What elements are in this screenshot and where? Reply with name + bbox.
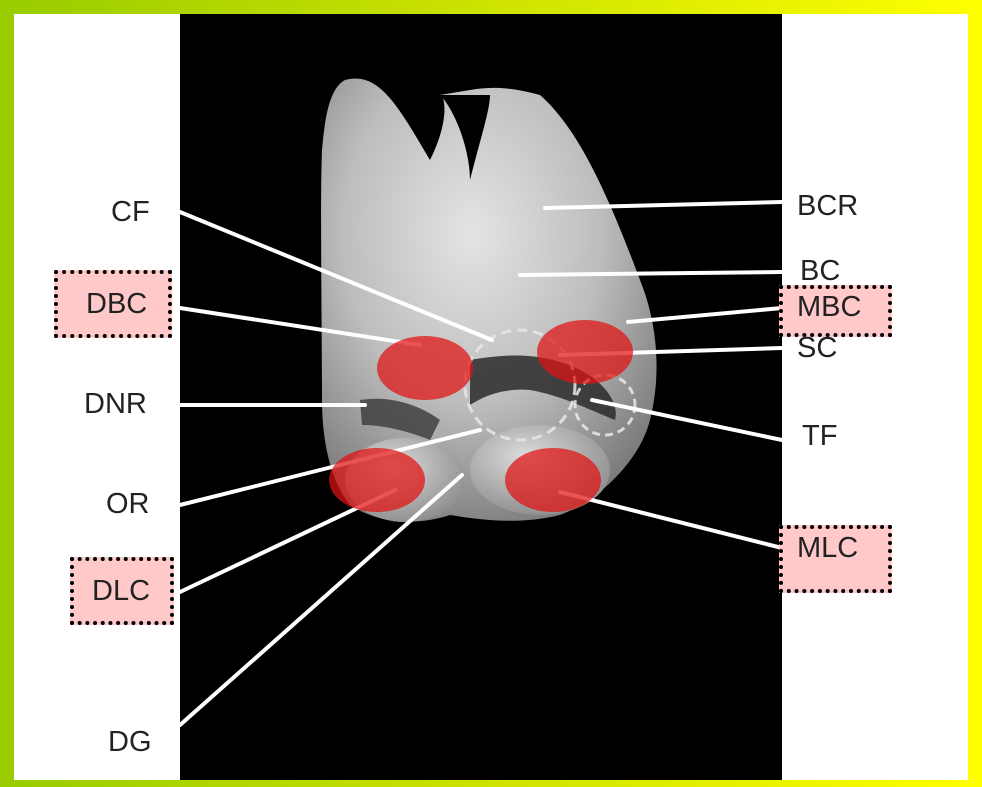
label-dg: DG: [108, 728, 152, 757]
label-or: OR: [106, 490, 150, 519]
marker-mbc: [537, 320, 633, 384]
leader-line-mlc: [560, 492, 782, 548]
marker-dbc: [377, 336, 473, 400]
label-dlc: DLC: [92, 577, 150, 606]
label-mbc: MBC: [797, 293, 861, 322]
leader-line-dg: [180, 475, 462, 725]
label-dbc: DBC: [86, 290, 147, 319]
leader-line-mbc: [628, 308, 782, 322]
label-sc: SC: [797, 334, 837, 363]
label-bcr: BCR: [797, 192, 858, 221]
label-tf: TF: [802, 422, 837, 451]
marker-dlc: [329, 448, 425, 512]
label-dnr: DNR: [84, 390, 147, 419]
label-mlc: MLC: [797, 534, 858, 563]
marker-mlc: [505, 448, 601, 512]
label-cf: CF: [111, 198, 150, 227]
label-bc: BC: [800, 257, 840, 286]
